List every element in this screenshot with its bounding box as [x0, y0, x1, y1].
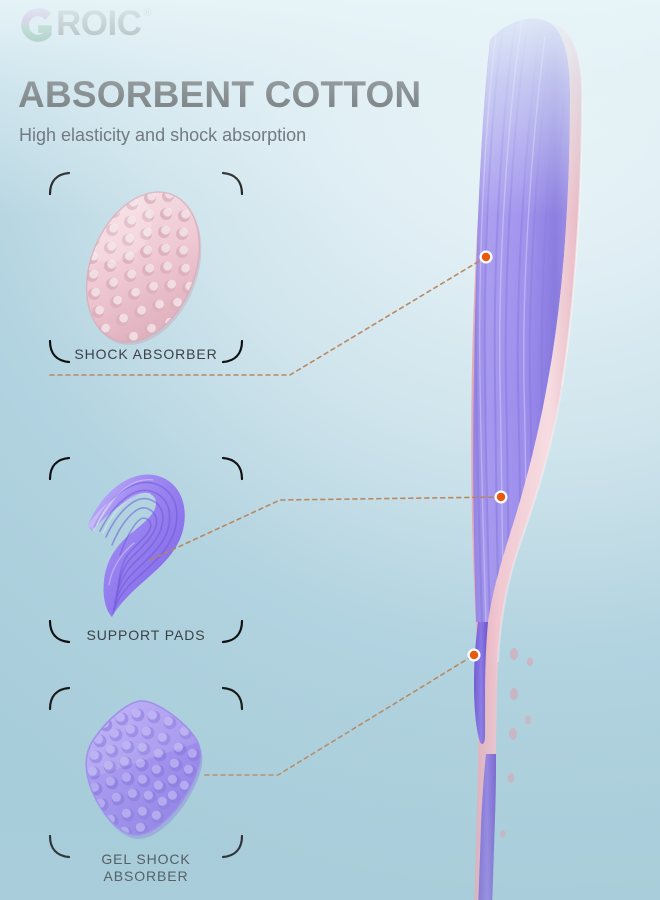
callout-label-support-pads: SUPPORT PADS — [86, 627, 206, 643]
callout-gel-shock-absorber: GEL SHOCK ABSORBER — [46, 685, 246, 884]
callout-label-line-2: ABSORBER — [103, 868, 189, 884]
groic-g-logo-icon — [18, 5, 58, 45]
bracket-bottom-left-icon — [46, 834, 72, 860]
pink-dimpled-oval-pad-icon — [65, 182, 218, 357]
callout-label-shock-absorber: SHOCK ABSORBER — [74, 346, 218, 362]
bracket-top-left-icon — [46, 170, 72, 196]
bracket-bottom-left-icon — [46, 619, 72, 645]
callout-label-gel-shock-absorber: GEL SHOCK ABSORBER — [46, 851, 246, 885]
marker-gel-shock-absorber — [467, 648, 481, 662]
callout-label-line-1: GEL SHOCK — [101, 851, 191, 867]
bracket-top-right-icon — [220, 170, 246, 196]
bracket-bottom-right-icon — [220, 619, 246, 645]
bracket-bottom-right-icon — [220, 834, 246, 860]
brand-logo: ROIC ® — [18, 4, 152, 45]
callout-shock-absorber: SHOCK ABSORBER — [46, 170, 246, 365]
insole-product-image — [430, 0, 660, 900]
callout-support-pads: SUPPORT PADS — [46, 455, 246, 645]
bracket-top-right-icon — [220, 455, 246, 481]
page-subtitle: High elasticity and shock absorption — [19, 125, 307, 145]
purple-bubbled-pentagon-gel-pad-icon — [70, 695, 220, 850]
purple-hook-ribbon-pad-icon — [72, 463, 222, 628]
bracket-top-left-icon — [46, 685, 72, 711]
registered-trademark-icon: ® — [143, 7, 152, 19]
bracket-top-left-icon — [46, 455, 72, 481]
marker-support-pads — [494, 490, 508, 504]
bracket-top-right-icon — [220, 685, 246, 711]
page-title: ABSORBENT COTTON — [18, 74, 422, 115]
marker-shock-absorber — [479, 250, 493, 264]
brand-name: ROIC — [56, 4, 142, 43]
